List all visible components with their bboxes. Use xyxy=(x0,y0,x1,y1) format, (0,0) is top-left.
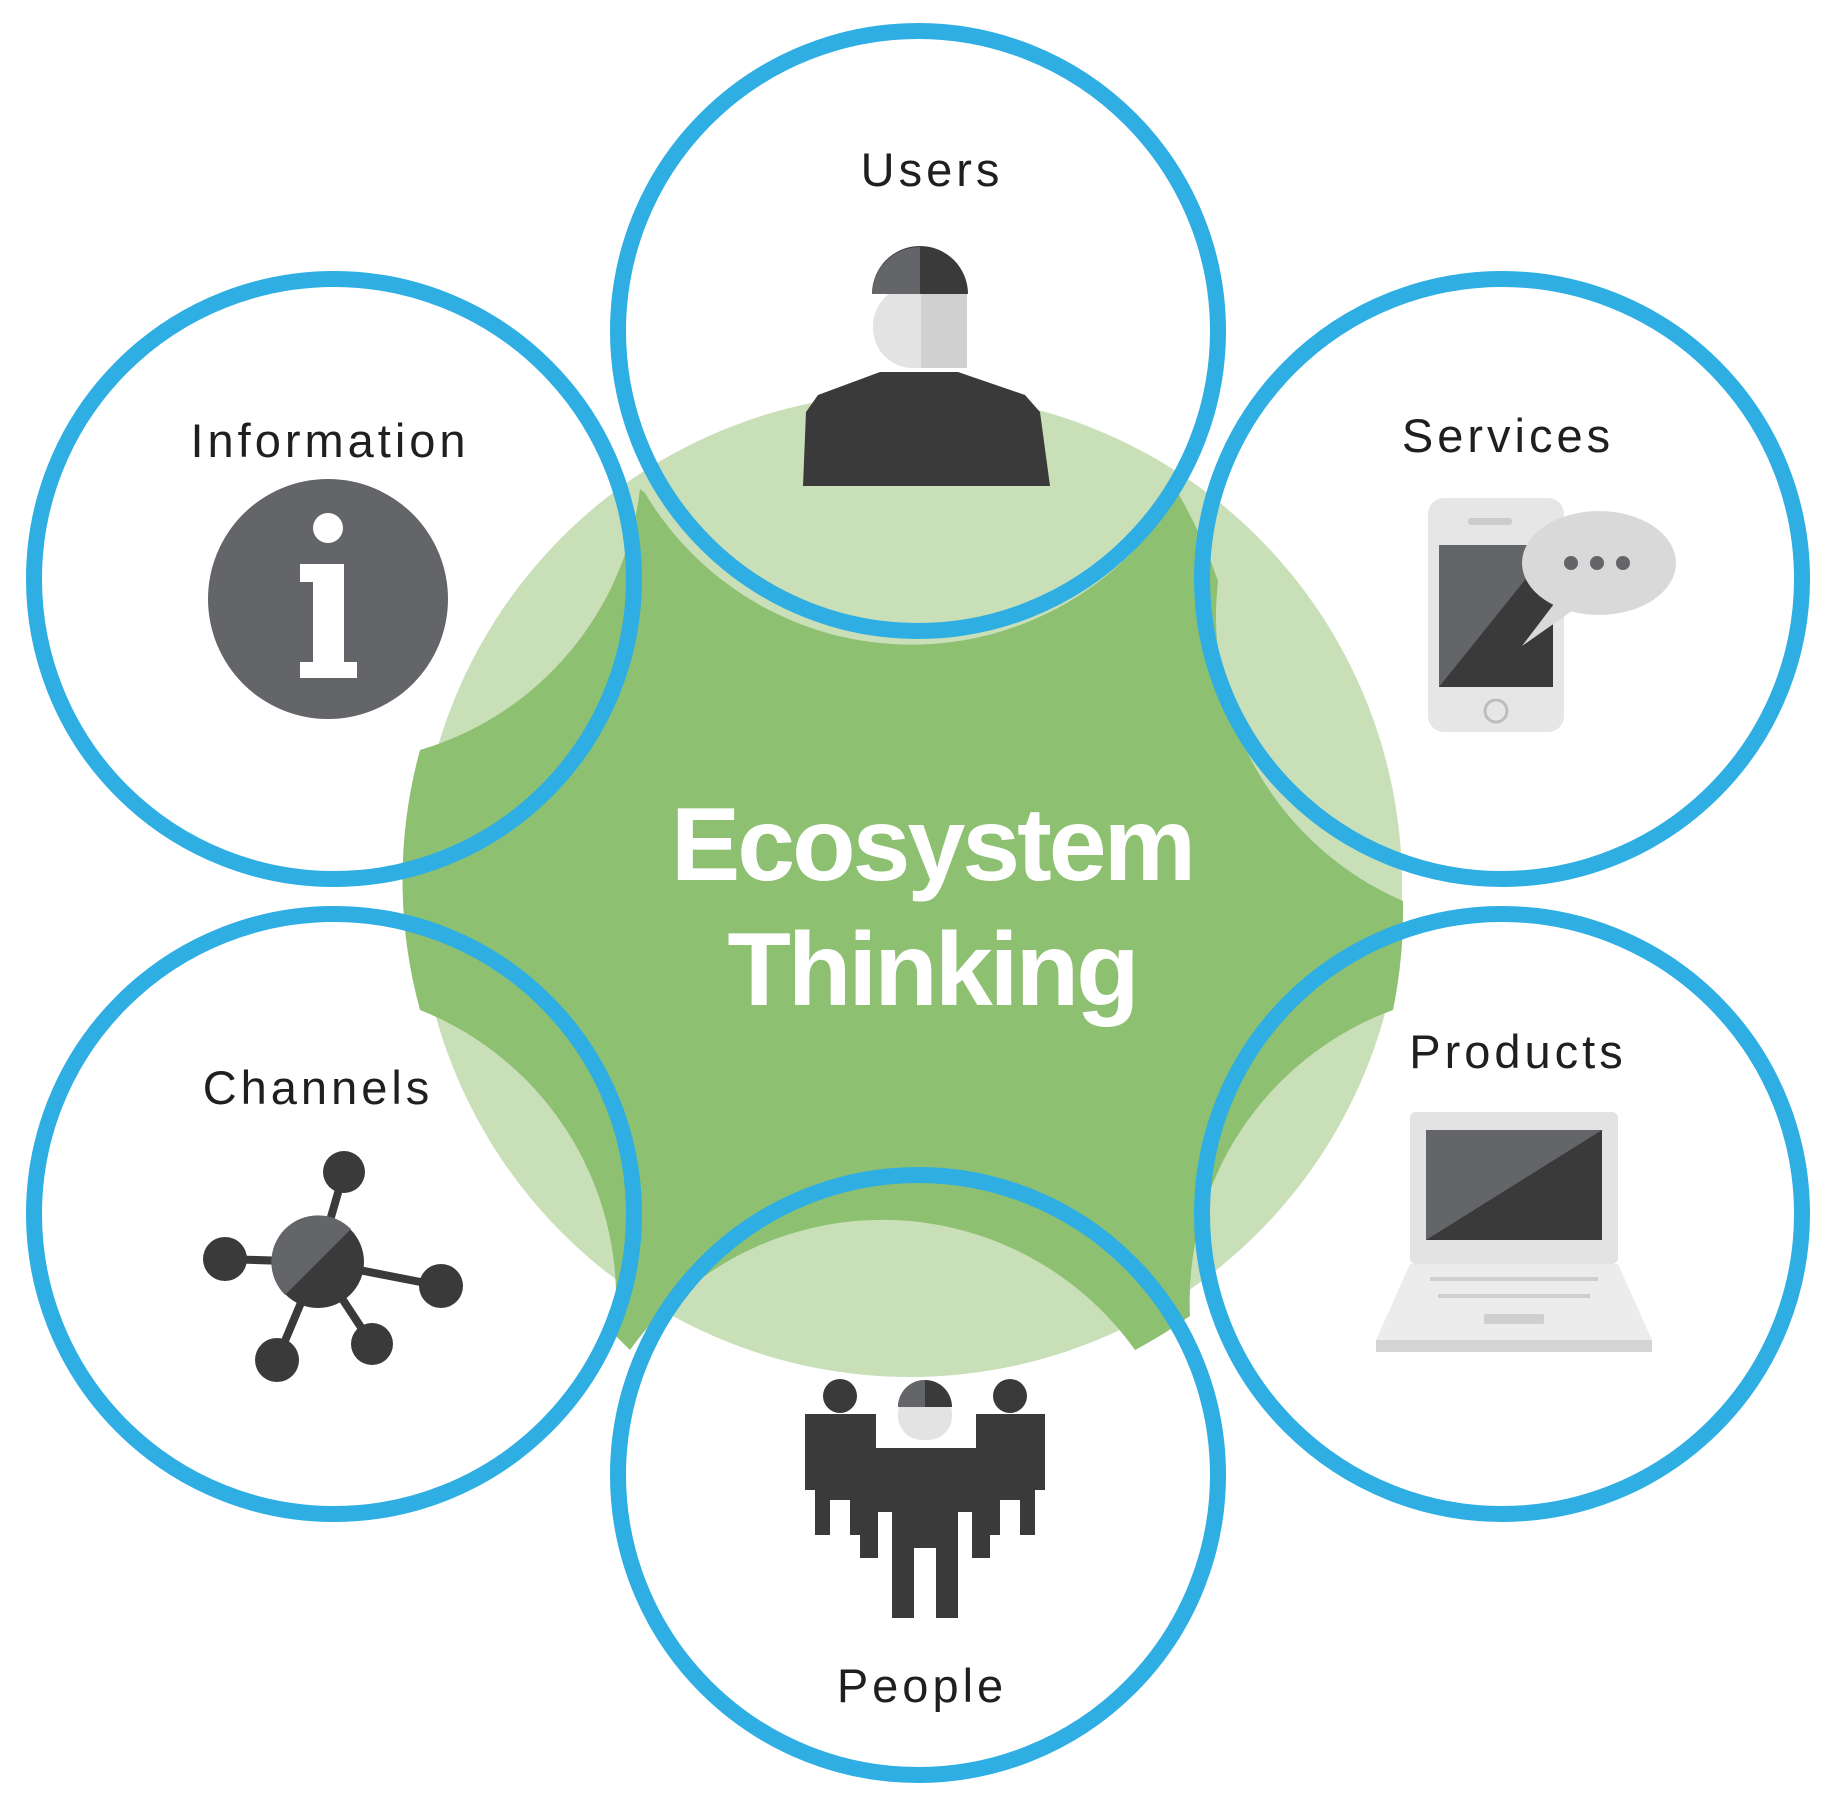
network-icon xyxy=(203,1151,463,1382)
node-services-label: Services xyxy=(1402,409,1614,462)
node-information-ring xyxy=(26,271,642,887)
center-title-line2: Thinking xyxy=(727,912,1136,1028)
node-people-ring xyxy=(610,1167,1226,1783)
center-hub: Ecosystem Thinking xyxy=(402,393,1404,1377)
node-services: Services xyxy=(1194,271,1810,887)
node-channels-label: Channels xyxy=(203,1061,434,1114)
node-users-label: Users xyxy=(861,143,1004,196)
node-services-ring xyxy=(1194,271,1810,887)
laptop-icon xyxy=(1376,1112,1652,1352)
info-icon xyxy=(208,479,448,719)
node-information: Information xyxy=(26,271,642,887)
node-products: Products xyxy=(1194,906,1810,1522)
node-people-label: People xyxy=(837,1659,1007,1712)
phone-chat-icon xyxy=(1428,498,1676,732)
center-inner-shape xyxy=(402,489,1404,1350)
node-channels-ring xyxy=(26,906,642,1522)
node-users: Users xyxy=(610,23,1226,639)
node-people: People xyxy=(610,1167,1226,1783)
people-group-icon xyxy=(805,1379,1045,1618)
user-icon xyxy=(803,246,1050,486)
node-channels: Channels xyxy=(26,906,642,1522)
node-information-label: Information xyxy=(190,414,469,467)
node-users-ring xyxy=(610,23,1226,639)
node-products-ring xyxy=(1194,906,1810,1522)
center-title-line1: Ecosystem xyxy=(671,787,1193,903)
node-products-label: Products xyxy=(1409,1025,1626,1078)
